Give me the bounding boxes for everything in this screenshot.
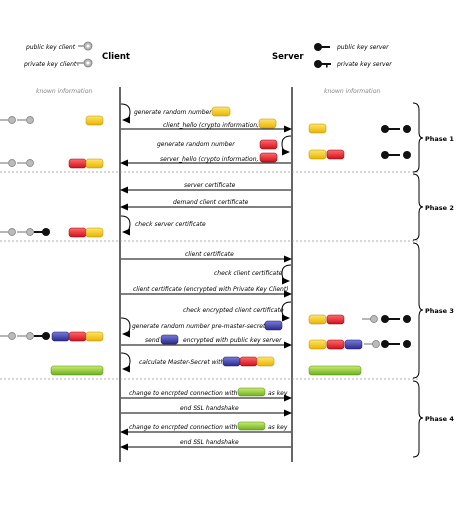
phase-1-label: Phase 1 <box>425 135 454 143</box>
private-key-client-icon <box>76 58 93 68</box>
self-loop-client <box>120 103 131 124</box>
token-yellow <box>211 106 231 117</box>
token-yellow <box>256 356 275 367</box>
message-label: client_hello (crypto information, <box>163 122 259 129</box>
token-yellow <box>308 149 327 160</box>
phase-3-brace <box>412 242 424 379</box>
client-keys-known <box>0 116 34 124</box>
token-red <box>259 139 278 150</box>
client-keys-known <box>0 332 50 340</box>
legend-private-key-client-label: private key client <box>23 61 77 68</box>
server-keys-known <box>364 340 411 348</box>
token-yellow <box>308 123 327 134</box>
client-keys-known <box>0 228 50 236</box>
self-loop-client <box>120 215 131 236</box>
token-blue <box>264 320 283 331</box>
token-red <box>326 339 345 350</box>
token-blue <box>222 356 241 367</box>
message-label: send <box>145 337 160 344</box>
message-label: as key <box>268 390 288 397</box>
self-loop-server <box>281 264 292 285</box>
public-key-client-icon <box>78 41 93 51</box>
token-yellow <box>308 314 327 325</box>
legend-public-key-server-label: public key server <box>336 44 389 51</box>
message-label: check encrypted client certificate <box>183 307 284 314</box>
server-keys-known <box>381 151 411 159</box>
token-yellow <box>85 158 104 169</box>
self-loop-server <box>281 301 292 322</box>
token-green-master-secret <box>308 365 362 376</box>
token-red <box>239 356 258 367</box>
token-yellow <box>85 331 104 342</box>
known-information-right: known information <box>324 88 380 95</box>
token-red <box>68 331 87 342</box>
self-loop-client <box>120 352 131 373</box>
phase-2-brace <box>412 173 424 241</box>
message-label: calculate Master-Secret with <box>139 359 225 366</box>
message-label: change to encrpted connection with <box>129 390 238 397</box>
message-label: end SSL handshake <box>180 439 239 446</box>
message-label: generate random number <box>134 109 212 116</box>
self-loop-client <box>120 317 131 338</box>
message-label: demand client certificate <box>173 199 249 206</box>
message-label: as key <box>268 424 288 431</box>
server-header: Server <box>272 52 304 62</box>
self-loop-server <box>281 135 292 156</box>
public-key-server-icon <box>314 43 330 51</box>
token-red <box>326 314 345 325</box>
client-header: Client <box>102 52 130 62</box>
server-keys-known <box>362 315 411 323</box>
legend-private-key-server-label: private key server <box>336 61 392 68</box>
phase-4-label: Phase 4 <box>425 415 454 423</box>
message-label: generate random number pre-master-secret <box>132 323 266 330</box>
token-blue <box>160 334 179 345</box>
message-label: generate random number <box>157 141 235 148</box>
token-yellow <box>85 115 104 126</box>
message-label: client certificate <box>185 251 234 258</box>
token-yellow <box>308 339 327 350</box>
token-green-master-secret <box>50 365 104 376</box>
server-keys-known <box>381 125 411 133</box>
phase-1-brace <box>412 102 424 173</box>
token-red <box>259 152 278 163</box>
phase-3-label: Phase 3 <box>425 307 454 315</box>
message-label: change to encrpted connection with <box>129 424 238 431</box>
token-blue <box>51 331 70 342</box>
phase-2-label: Phase 2 <box>425 204 454 212</box>
legend-public-key-client-label: public key client <box>25 44 76 51</box>
message-label: end SSL handshake <box>180 405 239 412</box>
token-red <box>68 227 87 238</box>
private-key-server-icon <box>314 60 331 68</box>
token-blue <box>344 339 363 350</box>
token-green-master-secret <box>237 387 266 397</box>
token-yellow <box>258 118 277 129</box>
client-keys-known <box>0 159 34 167</box>
phase-4-brace <box>412 380 424 458</box>
message-label: server certificate <box>184 182 236 189</box>
token-yellow <box>85 227 104 238</box>
token-red <box>68 158 87 169</box>
known-information-left: known information <box>36 88 92 95</box>
message-label: server_hello (crypto information, <box>160 156 259 163</box>
message-label: encrypted with public key server <box>183 337 282 344</box>
message-label: check server certificate <box>135 221 206 228</box>
message-label: client certificate (encrypted with Priva… <box>133 286 289 293</box>
message-label: check client certificate <box>214 270 283 277</box>
token-green-master-secret <box>237 421 266 431</box>
token-red <box>326 149 345 160</box>
